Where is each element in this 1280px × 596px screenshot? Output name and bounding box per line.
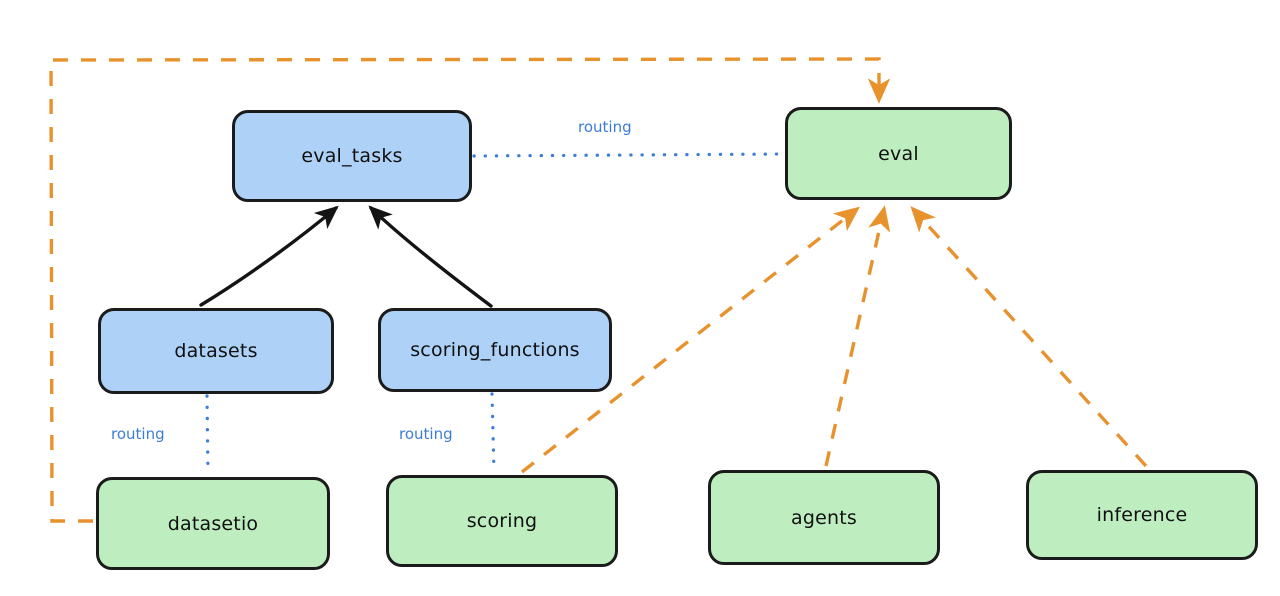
node-scoring-functions[interactable]: scoring_functions <box>378 308 612 392</box>
edge-inference-to-eval <box>910 206 1148 468</box>
node-datasetio[interactable]: datasetio <box>96 477 330 570</box>
edge-datasets-to-datasetio <box>205 394 210 476</box>
node-label-eval-tasks: eval_tasks <box>301 145 403 167</box>
edge-agents-to-eval <box>824 205 891 467</box>
node-label-eval: eval <box>878 142 919 165</box>
node-label-inference: inference <box>1096 504 1188 526</box>
node-label-datasets: datasets <box>174 340 258 362</box>
node-label-datasetio: datasetio <box>167 512 259 535</box>
node-label-scoring: scoring <box>466 510 538 532</box>
node-eval[interactable]: eval <box>785 107 1012 200</box>
edge-label-routing-datasets-datasetio: routing <box>111 425 165 443</box>
node-scoring[interactable]: scoring <box>386 475 618 567</box>
node-datasets[interactable]: datasets <box>98 308 334 394</box>
node-eval-tasks[interactable]: eval_tasks <box>232 110 472 202</box>
edge-scoring-functions-to-scoring <box>490 392 496 474</box>
edge-eval-tasks-to-eval <box>472 152 785 158</box>
node-label-agents: agents <box>791 506 857 529</box>
edge-label-routing-eval-tasks-eval: routing <box>578 118 632 136</box>
node-label-scoring-functions: scoring_functions <box>410 339 580 361</box>
edge-scoring-to-eval <box>520 206 861 474</box>
edge-datasets-to-eval-tasks <box>199 205 339 307</box>
node-agents[interactable]: agents <box>708 470 940 565</box>
edge-scoring-functions-to-eval-tasks <box>368 205 493 308</box>
edge-label-routing-scoring-functions-scoring: routing <box>399 425 453 443</box>
node-inference[interactable]: inference <box>1026 470 1258 560</box>
